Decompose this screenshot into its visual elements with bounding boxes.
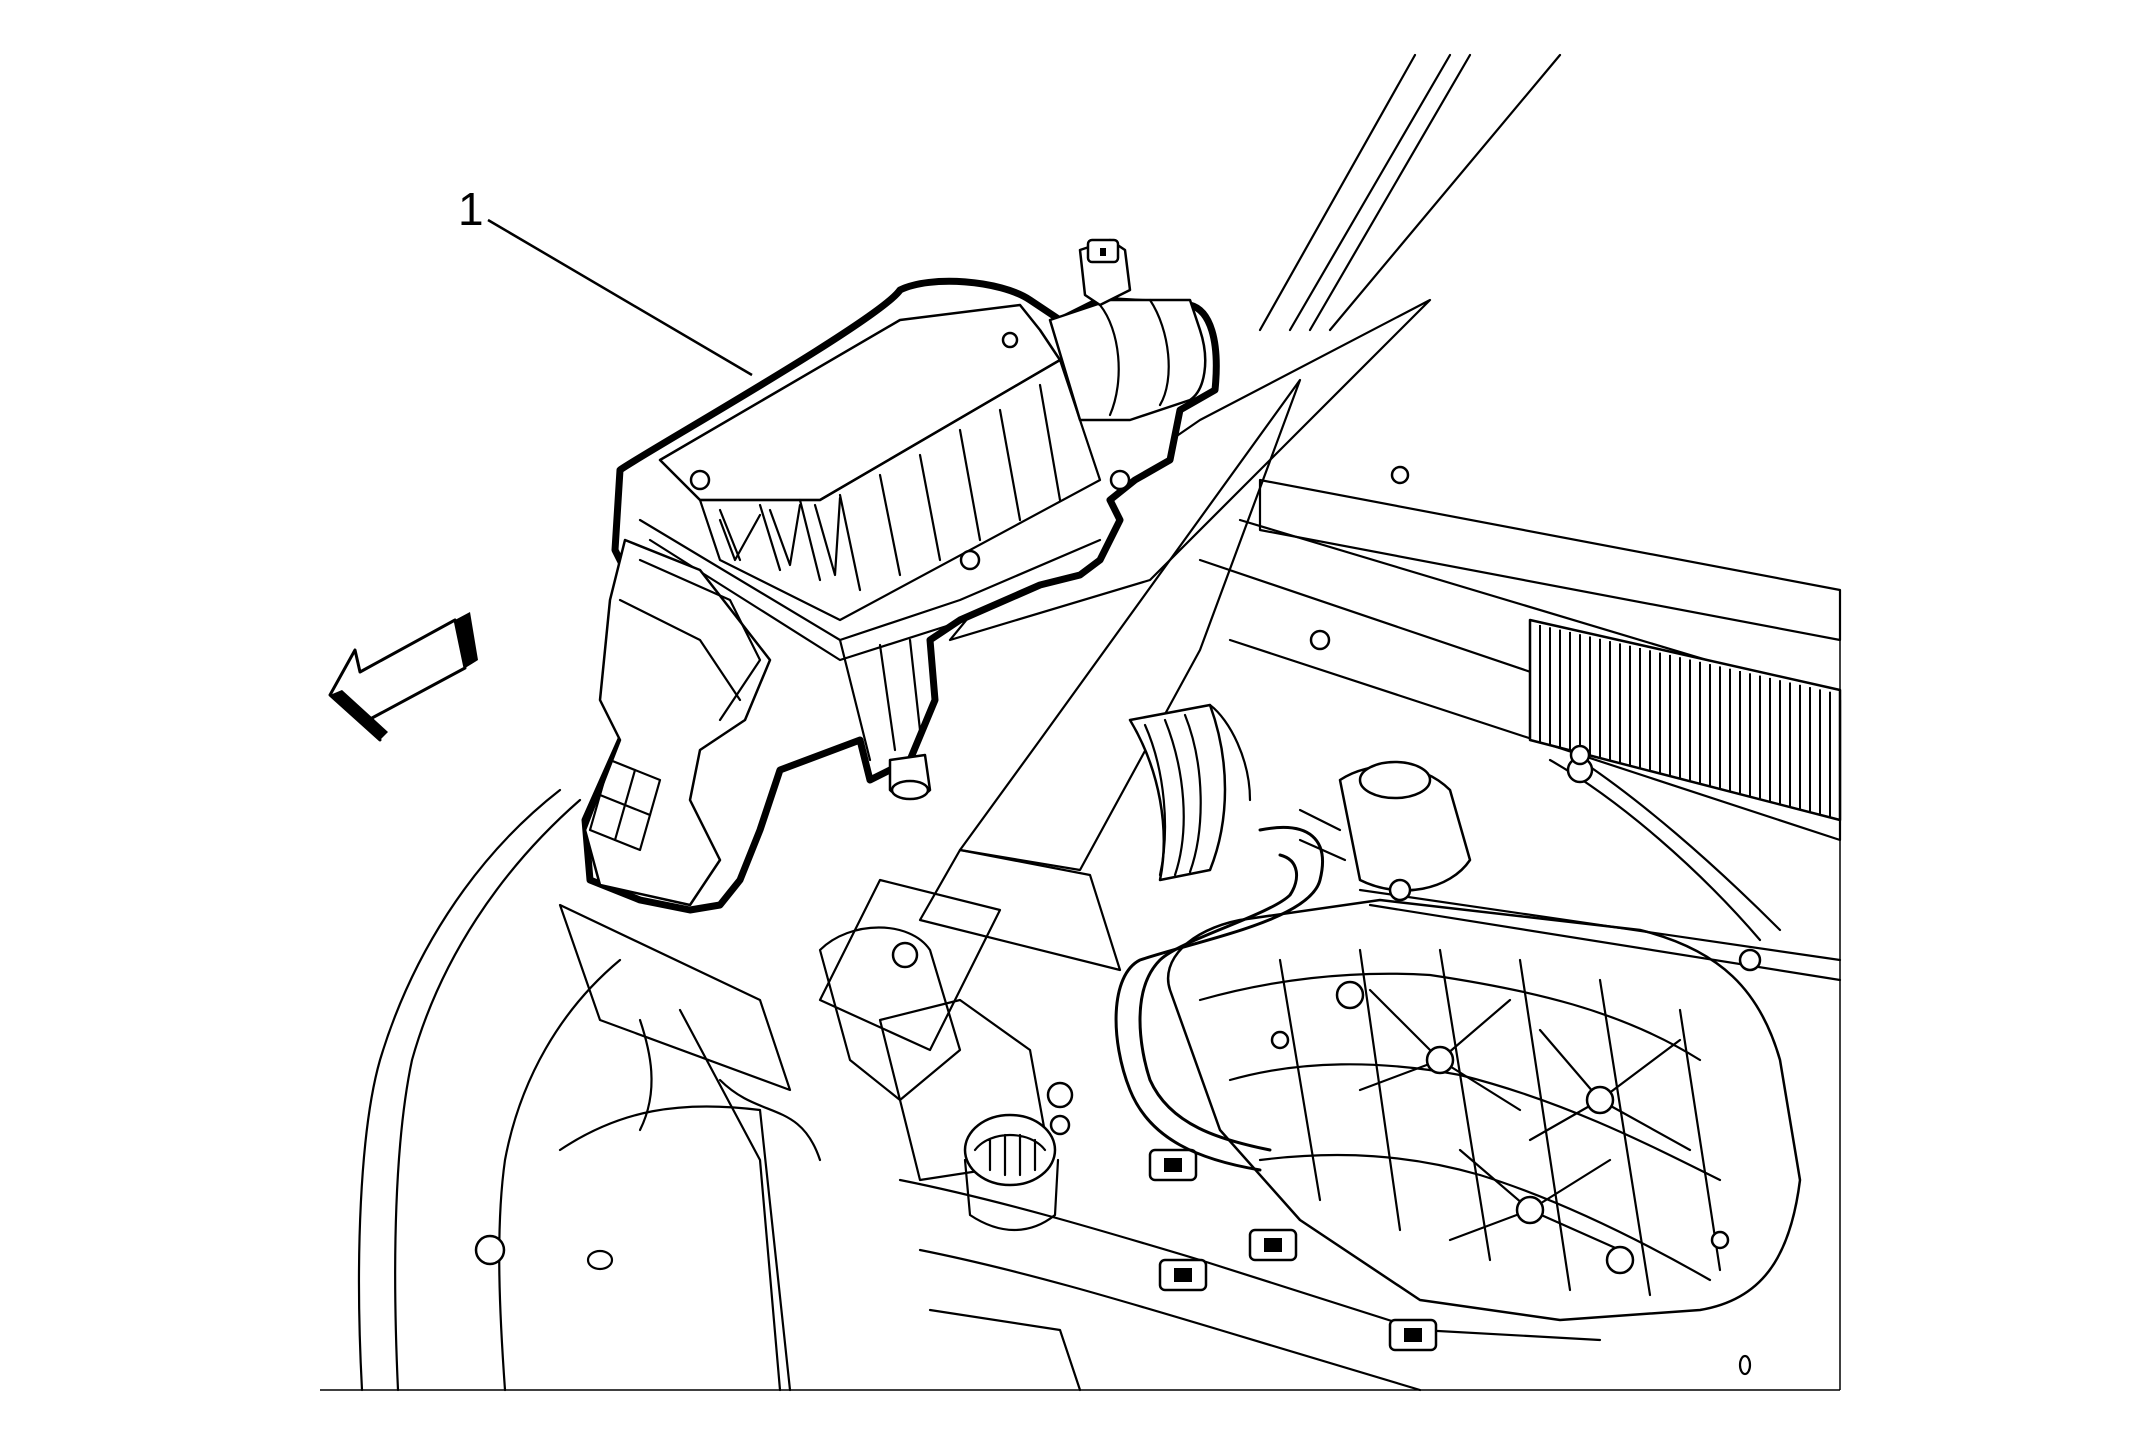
bolt-icon	[891, 941, 919, 969]
clamp-icon	[689, 469, 711, 491]
callout-1: 1	[458, 183, 753, 377]
illustration-frame	[320, 590, 1841, 1391]
coil-connector	[1264, 1238, 1282, 1252]
coil-connector	[1164, 1158, 1182, 1172]
oil-fill-cap	[963, 1113, 1060, 1232]
bolt-icon	[1046, 1081, 1074, 1109]
intake-manifold	[1166, 898, 1802, 1322]
bolt-icon	[1049, 1114, 1071, 1136]
bolt-icon	[1390, 465, 1410, 485]
bolt-icon	[1569, 744, 1591, 766]
clamp-icon	[959, 549, 981, 571]
callout-number: 1	[458, 183, 484, 235]
air-inlet-bellows	[1128, 703, 1252, 882]
pcv-hose	[1114, 825, 1324, 1172]
bolt-icon	[1309, 629, 1331, 651]
fasteners	[474, 465, 1752, 1376]
vehicle-body-outline	[357, 53, 1842, 1392]
arrow-left-front-icon	[328, 612, 478, 742]
callout-leader-line	[487, 218, 753, 377]
mount-bracket	[818, 926, 1074, 1182]
cowl-grille	[1528, 618, 1842, 822]
front-end-structure	[558, 903, 822, 1392]
cylinder-head	[898, 1148, 1602, 1392]
vacuum-lines	[1358, 756, 1842, 982]
clamp-icon	[1109, 469, 1131, 491]
clamp-icon	[1001, 331, 1019, 349]
throttle-body	[1298, 760, 1472, 892]
bolt-icon	[474, 1234, 506, 1266]
coil-connector	[1174, 1268, 1192, 1282]
air-cleaner-assembly	[581, 238, 1220, 914]
coil-connector	[1404, 1328, 1422, 1342]
